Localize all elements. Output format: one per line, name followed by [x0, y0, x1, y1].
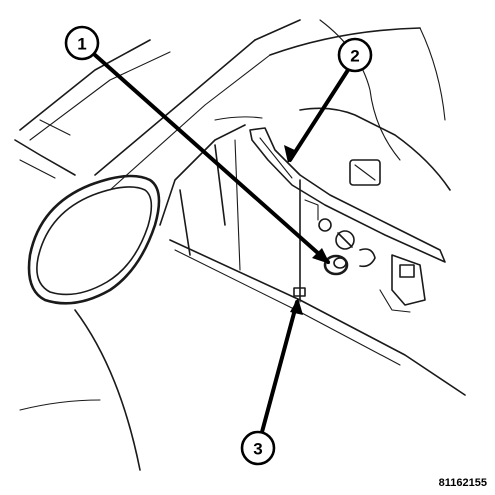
leader-line-1 — [93, 53, 330, 264]
leader-line-3 — [260, 300, 299, 434]
side-mirror — [27, 174, 161, 305]
arrowhead-2 — [284, 145, 297, 163]
figure-number: 81162155 — [438, 477, 487, 489]
callout-1: 1 — [64, 25, 100, 61]
mirror-mount-components — [249, 127, 446, 313]
callout-2: 2 — [337, 37, 373, 73]
callout-3-label: 3 — [253, 440, 262, 459]
door-frame-lines — [14, 19, 466, 471]
callout-3: 3 — [240, 430, 276, 466]
callout-2-label: 2 — [350, 47, 359, 66]
leader-line-2 — [288, 68, 350, 162]
callout-1-label: 1 — [77, 35, 86, 54]
arrowhead-1 — [312, 248, 330, 264]
leader-lines — [93, 53, 350, 434]
arrowhead-3 — [290, 298, 303, 315]
